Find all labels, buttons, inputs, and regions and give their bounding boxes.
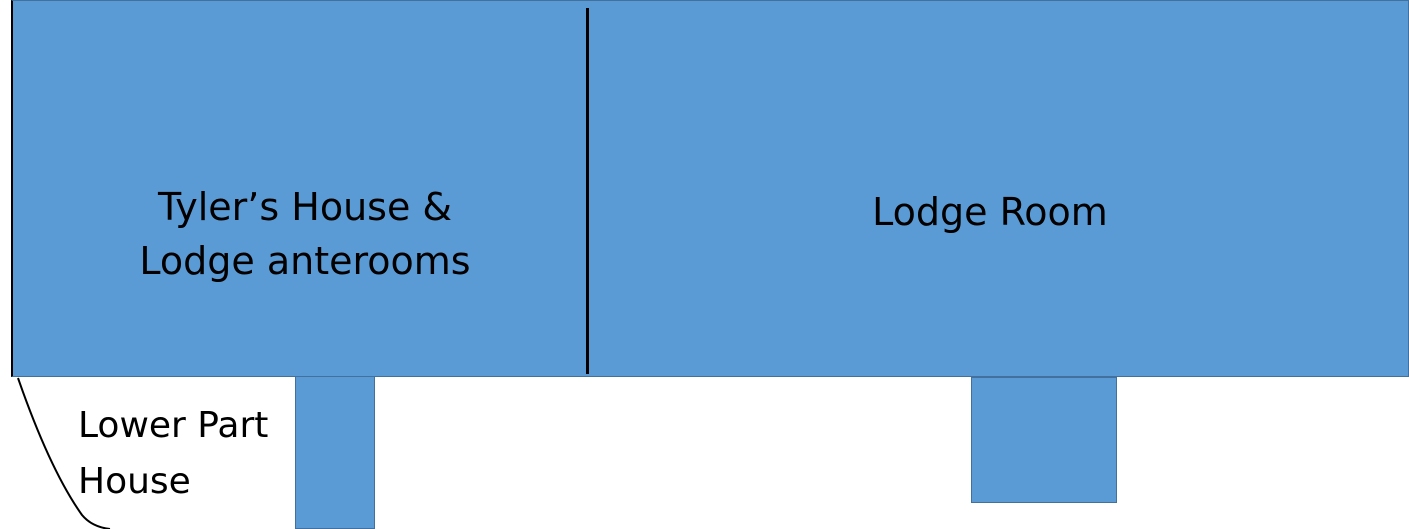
room-divider-line <box>586 8 589 374</box>
upper-building-block <box>11 0 1409 377</box>
tylers-house-label: Tyler’s House & Lodge anterooms <box>139 185 471 283</box>
lower-part-house-label: Lower Part House <box>78 405 269 502</box>
left-lower-column <box>295 376 375 529</box>
right-lower-block <box>971 377 1117 503</box>
lodge-room-label: Lodge Room <box>872 190 1108 234</box>
